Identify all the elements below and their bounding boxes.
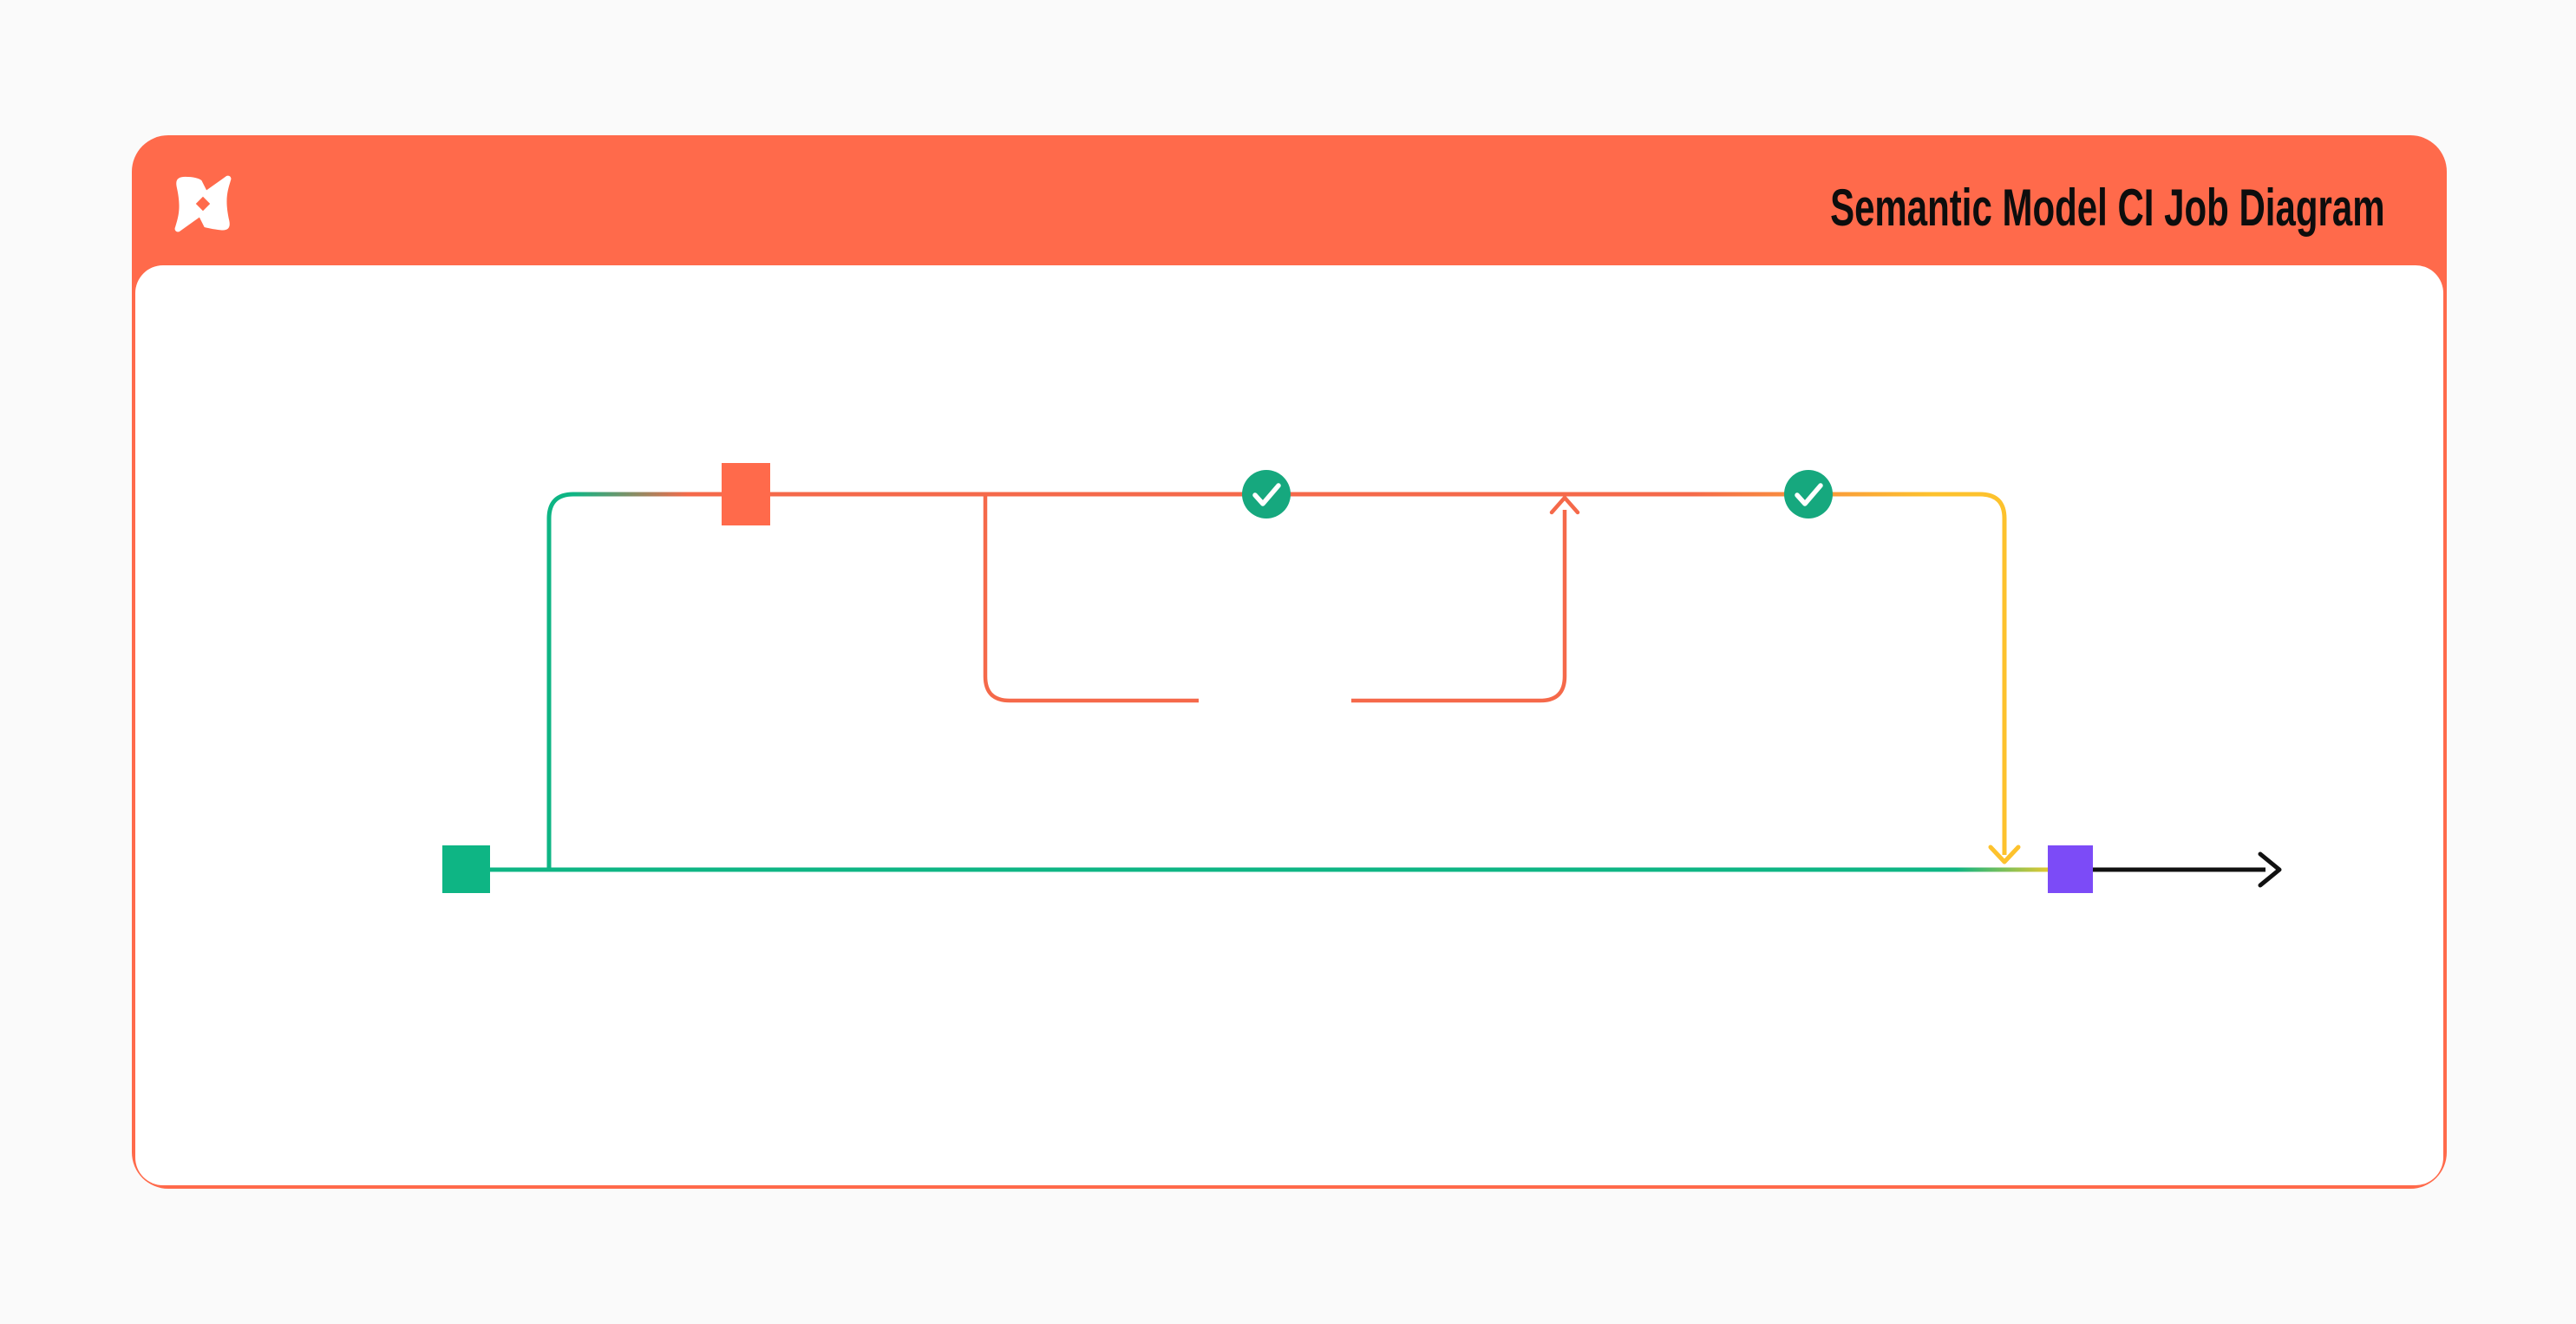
diagram-card: Semantic Model CI Job Diagram (132, 135, 2447, 1189)
dbt-logo-icon (174, 175, 232, 232)
page-title: Semantic Model CI Job Diagram (1592, 177, 2385, 239)
card-header: Semantic Model CI Job Diagram (132, 135, 2447, 265)
card-body (135, 265, 2443, 1185)
page-title-text: Semantic Model CI Job Diagram (1830, 179, 2385, 237)
